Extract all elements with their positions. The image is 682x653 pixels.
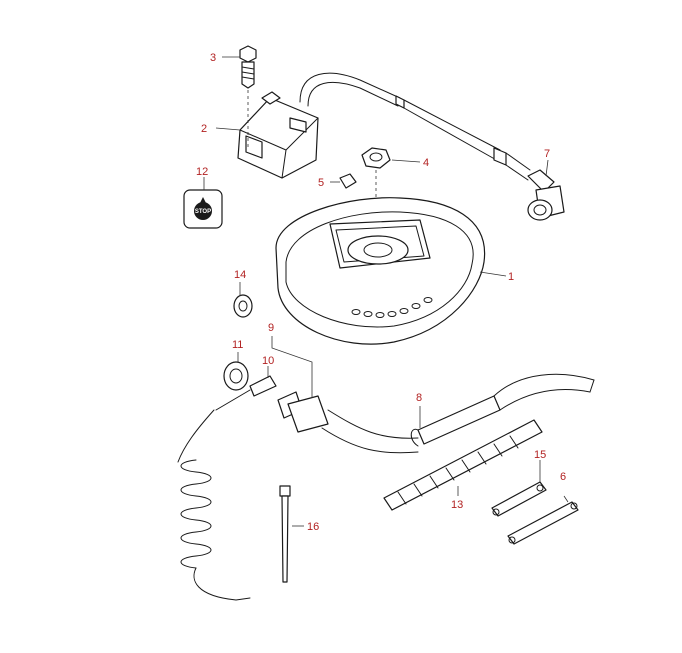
callout-6: 6 xyxy=(560,471,566,483)
callout-4: 4 xyxy=(423,157,429,169)
spark-plug-cap-part[interactable] xyxy=(527,169,565,221)
callout-14: 14 xyxy=(234,269,246,281)
callout-16: 16 xyxy=(307,521,319,533)
bolt-part[interactable] xyxy=(239,45,257,148)
callout-8: 8 xyxy=(416,392,422,404)
callout-15: 15 xyxy=(534,449,546,461)
lanyard-clip-part[interactable] xyxy=(215,375,277,411)
callout-9: 9 xyxy=(268,322,274,334)
flywheel-part[interactable] xyxy=(275,197,486,345)
callout-2: 2 xyxy=(201,123,207,135)
callout-leaders xyxy=(203,56,569,527)
callouts: 1 2 3 4 5 6 7 8 9 10 11 12 13 14 15 16 xyxy=(196,52,566,533)
callout-13: 13 xyxy=(451,499,463,511)
callout-7: 7 xyxy=(544,148,550,160)
callout-11: 11 xyxy=(232,339,243,351)
flywheel-key-part[interactable] xyxy=(339,173,357,189)
clamp-6-part[interactable] xyxy=(507,501,579,545)
callout-3: 3 xyxy=(210,52,216,64)
stop-plate-part[interactable]: STOP xyxy=(183,189,223,229)
flywheel-nut-part[interactable] xyxy=(361,147,391,250)
callout-5: 5 xyxy=(318,177,324,189)
callout-12: 12 xyxy=(196,166,208,178)
stop-switch-lanyard-part[interactable] xyxy=(177,391,419,601)
grommet-part[interactable] xyxy=(223,361,249,391)
spiral-tube-part[interactable] xyxy=(383,419,543,511)
washer-part[interactable] xyxy=(233,294,253,318)
clamp-15-part[interactable] xyxy=(491,481,547,517)
flywheel-vent-holes xyxy=(351,297,433,318)
stop-plate-text: STOP xyxy=(195,209,211,215)
coiled-cord xyxy=(180,459,251,601)
cable-tie-part[interactable] xyxy=(279,485,291,583)
callout-10: 10 xyxy=(262,355,274,367)
harness-protector-part[interactable] xyxy=(410,373,595,447)
callout-1: 1 xyxy=(508,271,514,283)
ignition-coil-part[interactable] xyxy=(237,72,531,181)
